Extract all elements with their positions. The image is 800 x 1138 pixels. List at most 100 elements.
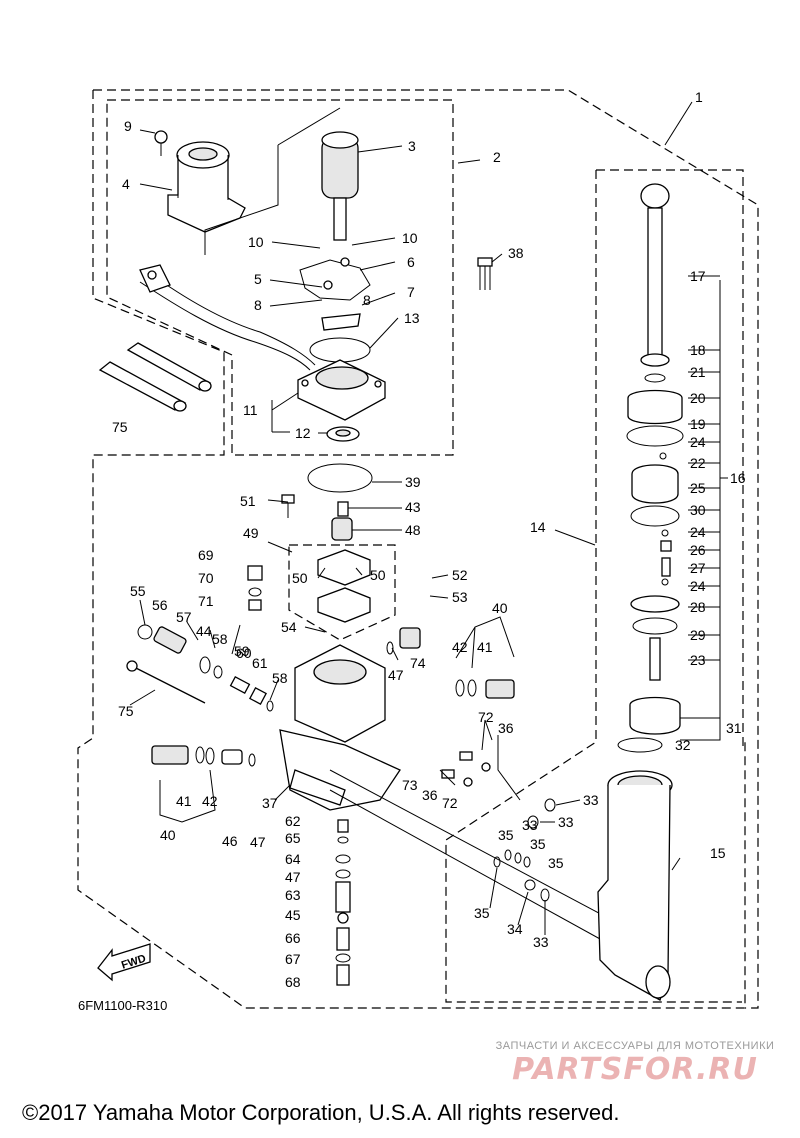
callout: 41: [176, 793, 192, 809]
callout: 56: [152, 597, 168, 613]
callout: 23: [690, 652, 706, 668]
screw-9-part: [154, 130, 168, 156]
callout: 4: [122, 176, 130, 192]
callout: 18: [690, 342, 706, 358]
valve-40-left-part: [151, 745, 256, 767]
callout: 42: [452, 639, 468, 655]
callout: 6: [407, 254, 415, 270]
callout: 65: [285, 830, 301, 846]
callout: 7: [407, 284, 415, 300]
callout: 62: [285, 813, 301, 829]
callout: 37: [262, 795, 278, 811]
callout: 35: [498, 827, 514, 843]
callout: 68: [285, 974, 301, 990]
callout: 5: [254, 271, 262, 287]
callout: 61: [252, 655, 268, 671]
leader-lines: [129, 101, 728, 935]
callout: 41: [477, 639, 493, 655]
tilt-cylinder-part: [597, 770, 673, 1001]
tubes-part: [329, 769, 641, 951]
callout: 59: [234, 643, 250, 659]
callout: 8: [363, 292, 371, 308]
stack-61-67-part: [335, 819, 351, 986]
callout: 33: [583, 792, 599, 808]
watermark-caption: ЗАПЧАСТИ И АКСЕССУАРЫ ДЛЯ МОТОТЕХНИКИ: [495, 1040, 775, 1052]
callout: 25: [690, 480, 706, 496]
valve-plates-part: [317, 549, 371, 623]
callout: 35: [548, 855, 564, 871]
callout: 48: [405, 522, 421, 538]
callout: 50: [370, 567, 386, 583]
callout: 58: [272, 670, 288, 686]
callout: 44: [196, 623, 212, 639]
callout: 13: [404, 310, 420, 326]
callout: 24: [690, 578, 706, 594]
callout: 67: [285, 951, 301, 967]
callout: 57: [176, 609, 192, 625]
callout: 49: [243, 525, 259, 541]
callout: 35: [530, 836, 546, 852]
motor-base-part: [297, 359, 386, 421]
springs-68-70-part: [247, 565, 263, 611]
callout: 73: [402, 777, 418, 793]
callout: 55: [130, 583, 146, 599]
callout: 12: [295, 425, 311, 441]
plug-73-part: [386, 627, 421, 655]
callout: 15: [710, 845, 726, 861]
callout: 52: [452, 567, 468, 583]
valve-40-right-part: [455, 679, 515, 699]
callout: 17: [690, 268, 706, 284]
spring-43-part: [337, 501, 349, 517]
screw-51-part: [281, 494, 295, 518]
armature-part: [321, 131, 359, 241]
pump-body-part: [279, 644, 401, 811]
callout: 16: [730, 470, 746, 486]
callout: 42: [202, 793, 218, 809]
callout: 64: [285, 851, 301, 867]
callout: 50: [292, 570, 308, 586]
bearing-12-part: [326, 426, 360, 442]
callout: 51: [240, 493, 256, 509]
bolt-74-part: [126, 660, 206, 704]
callout: 22: [690, 455, 706, 471]
callout: 38: [508, 245, 524, 261]
watermark: ЗАПЧАСТИ И АКСЕССУАРЫ ДЛЯ МОТОТЕХНИКИ PA…: [480, 1040, 790, 1087]
screws-72-part: [441, 751, 491, 787]
screw-38-part: [477, 257, 493, 290]
callout: 60: [236, 645, 252, 661]
group-boundaries: [77, 89, 759, 1009]
callout: 33: [558, 814, 574, 830]
callout: 24: [690, 434, 706, 450]
orings-33-35-part: [493, 798, 556, 902]
pipes-75-part: [98, 342, 212, 412]
callout: 66: [285, 930, 301, 946]
callout: 9: [124, 118, 132, 134]
callout: 74: [410, 655, 426, 671]
callout: 2: [493, 149, 501, 165]
callout: 10: [248, 234, 264, 250]
callout: 72: [442, 795, 458, 811]
callout: 36: [498, 720, 514, 736]
oring-39-part: [307, 463, 373, 493]
callout: 47: [388, 667, 404, 683]
fwd-arrow-icon: [97, 943, 151, 982]
callout: 53: [452, 589, 468, 605]
valve-56-part: [137, 624, 274, 712]
callout: 8: [254, 297, 262, 313]
collar-48-part: [331, 517, 353, 541]
callout: 34: [507, 921, 523, 937]
parts: [97, 130, 684, 1001]
callout: 19: [690, 416, 706, 432]
callout: 39: [405, 474, 421, 490]
callout: 20: [690, 390, 706, 406]
callout: 40: [160, 827, 176, 843]
callout: 11: [243, 402, 258, 418]
callout: 30: [690, 502, 706, 518]
oring-13-part: [309, 337, 371, 363]
callout: 21: [690, 364, 706, 380]
callout: 47: [285, 869, 301, 885]
callout: 33: [522, 817, 538, 833]
callout: 27: [690, 560, 706, 576]
brush-holder-part: [299, 257, 371, 331]
